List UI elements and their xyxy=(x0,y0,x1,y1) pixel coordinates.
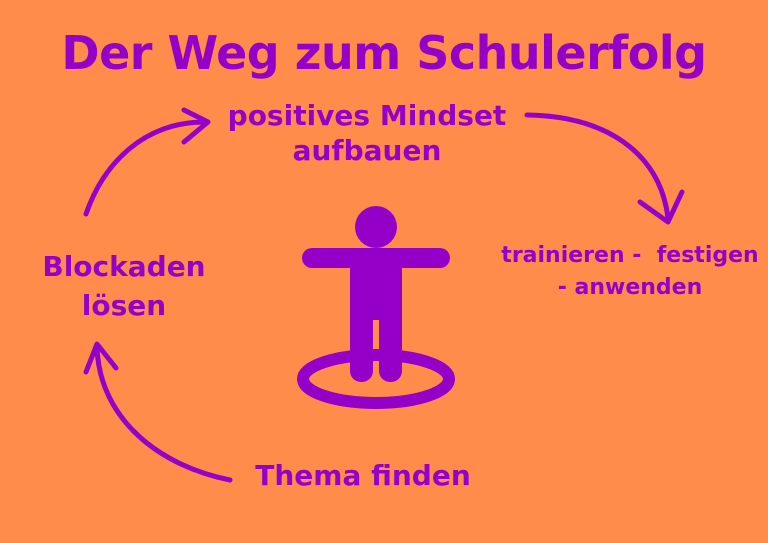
arrow-bottom-to-left-icon xyxy=(83,341,233,483)
step-label-line: Blockaden xyxy=(42,250,206,283)
diagram-title: Der Weg zum Schulerfolg xyxy=(61,26,707,80)
step-label-line: trainieren - festigen xyxy=(501,243,759,268)
arrow-left-to-top-icon xyxy=(83,107,211,217)
step-label-line: lösen xyxy=(81,289,167,323)
step-label-line: positives Mindset xyxy=(227,99,507,132)
step-label-line: - anwenden xyxy=(557,274,703,300)
step-thema-finden: Thema finden xyxy=(238,458,488,493)
person-standing-icon xyxy=(297,206,455,409)
step-positives-mindset: positives Mindset aufbauen xyxy=(200,98,534,168)
step-blockaden-loesen: Blockaden lösen xyxy=(22,247,226,325)
step-trainieren: trainieren - festigen - anwenden xyxy=(496,240,764,304)
arrow-top-to-right-icon xyxy=(524,112,685,225)
step-label-line: aufbauen xyxy=(292,134,442,167)
step-label-line: Thema finden xyxy=(255,459,471,492)
